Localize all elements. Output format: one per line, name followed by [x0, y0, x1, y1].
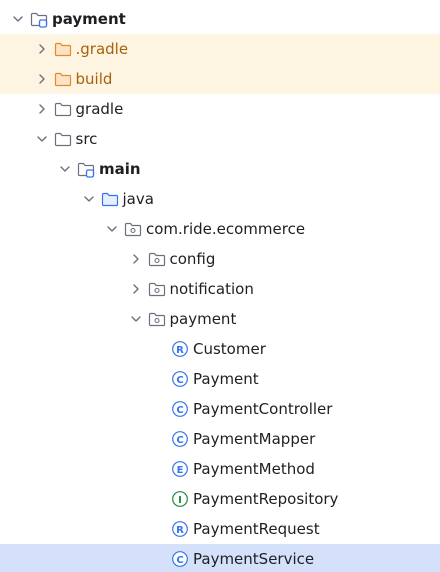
chevron-down-icon[interactable]	[102, 219, 122, 239]
tree-row-label: config	[169, 250, 216, 268]
tree-row-src[interactable]: src	[0, 124, 440, 154]
excluded-folder-icon	[52, 69, 74, 89]
tree-row-paymentmethod[interactable]: E PaymentMethod	[0, 454, 440, 484]
svg-text:E: E	[177, 465, 184, 476]
folder-icon	[52, 129, 74, 149]
module-folder-icon	[28, 9, 50, 29]
svg-text:C: C	[176, 555, 183, 566]
interface-icon: I	[169, 489, 191, 509]
tree-row-label: Payment	[193, 370, 259, 388]
tree-row-label: PaymentService	[193, 550, 315, 568]
tree-row-customer[interactable]: R Customer	[0, 334, 440, 364]
tree-row-paymentrequest[interactable]: R PaymentRequest	[0, 514, 440, 544]
tree-row-gradle[interactable]: gradle	[0, 94, 440, 124]
package-icon	[122, 219, 144, 239]
tree-spacer	[149, 369, 169, 389]
tree-row-label: payment	[52, 10, 126, 28]
tree-row-payment[interactable]: payment	[0, 4, 440, 34]
tree-row-label: PaymentRepository	[193, 490, 339, 508]
svg-text:I: I	[178, 495, 182, 506]
package-icon	[146, 279, 168, 299]
class-icon: C	[169, 399, 191, 419]
chevron-down-icon[interactable]	[79, 189, 99, 209]
chevron-down-icon[interactable]	[55, 159, 75, 179]
tree-row-com-ride-ecommerce[interactable]: com.ride.ecommerce	[0, 214, 440, 244]
tree-row-java[interactable]: java	[0, 184, 440, 214]
chevron-right-icon[interactable]	[32, 69, 52, 89]
tree-row-label: java	[122, 190, 154, 208]
enum-icon: E	[169, 459, 191, 479]
tree-row--gradle[interactable]: .gradle	[0, 34, 440, 64]
tree-spacer	[149, 549, 169, 569]
class-icon: C	[169, 549, 191, 569]
tree-row-main[interactable]: main	[0, 154, 440, 184]
svg-text:R: R	[176, 525, 184, 536]
tree-row-label: .gradle	[75, 40, 129, 58]
tree-row-label: notification	[169, 280, 254, 298]
chevron-down-icon[interactable]	[32, 129, 52, 149]
tree-row-label: payment	[169, 310, 237, 328]
folder-icon	[52, 99, 74, 119]
tree-row-label: PaymentRequest	[193, 520, 320, 538]
class-icon: C	[169, 429, 191, 449]
tree-row-paymentrepository[interactable]: I PaymentRepository	[0, 484, 440, 514]
tree-row-paymentcontroller[interactable]: C PaymentController	[0, 394, 440, 424]
tree-row-label: PaymentMethod	[193, 460, 315, 478]
chevron-right-icon[interactable]	[126, 279, 146, 299]
tree-row-paymentservice[interactable]: C PaymentService	[0, 544, 440, 572]
tree-row-label: main	[99, 160, 141, 178]
record-icon: R	[169, 339, 191, 359]
tree-row-label: build	[75, 70, 113, 88]
tree-row-label: PaymentController	[193, 400, 333, 418]
tree-row-build[interactable]: build	[0, 64, 440, 94]
chevron-right-icon[interactable]	[32, 99, 52, 119]
package-icon	[146, 309, 168, 329]
tree-row-notification[interactable]: notification	[0, 274, 440, 304]
tree-spacer	[149, 519, 169, 539]
module-folder-icon	[75, 159, 97, 179]
chevron-down-icon[interactable]	[8, 9, 28, 29]
package-icon	[146, 249, 168, 269]
chevron-right-icon[interactable]	[32, 39, 52, 59]
svg-text:C: C	[176, 375, 183, 386]
svg-text:R: R	[176, 345, 184, 356]
tree-spacer	[149, 429, 169, 449]
record-icon: R	[169, 519, 191, 539]
chevron-down-icon[interactable]	[126, 309, 146, 329]
tree-row-label: Customer	[193, 340, 266, 358]
tree-spacer	[149, 459, 169, 479]
svg-text:C: C	[176, 435, 183, 446]
svg-text:C: C	[176, 405, 183, 416]
source-folder-icon	[99, 189, 121, 209]
tree-row-config[interactable]: config	[0, 244, 440, 274]
tree-spacer	[149, 489, 169, 509]
excluded-folder-icon	[52, 39, 74, 59]
class-icon: C	[169, 369, 191, 389]
tree-row-payment[interactable]: C Payment	[0, 364, 440, 394]
chevron-right-icon[interactable]	[126, 249, 146, 269]
tree-row-label: gradle	[75, 100, 124, 118]
tree-row-label: com.ride.ecommerce	[146, 220, 306, 238]
tree-spacer	[149, 399, 169, 419]
tree-spacer	[149, 339, 169, 359]
tree-row-label: src	[75, 130, 98, 148]
tree-row-paymentmapper[interactable]: C PaymentMapper	[0, 424, 440, 454]
tree-row-payment[interactable]: payment	[0, 304, 440, 334]
tree-row-label: PaymentMapper	[193, 430, 316, 448]
